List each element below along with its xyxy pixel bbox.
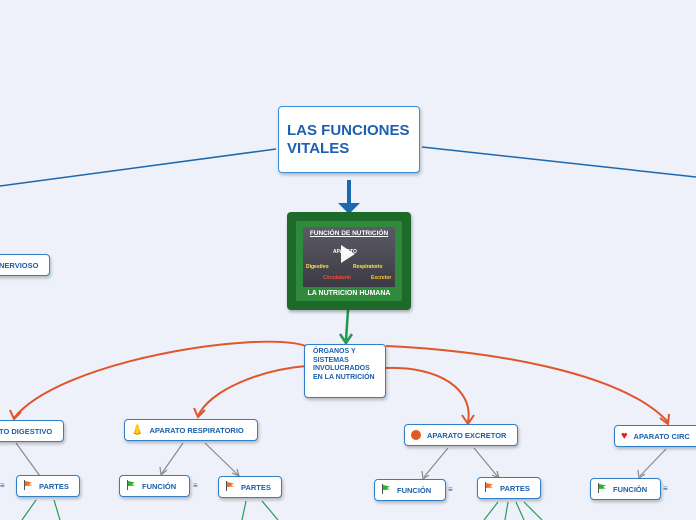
orange-flag-icon <box>23 480 33 492</box>
node-aparato-digestivo[interactable]: TO DIGESTIVO <box>0 420 64 442</box>
thumbnail-word: Excretor <box>371 275 392 281</box>
node-funcion-circulatorio[interactable]: FUNCIÓN <box>590 478 661 500</box>
green-flag-icon <box>597 483 607 495</box>
node-nervioso-label: NERVIOSO <box>0 260 39 270</box>
root-topic-label: LAS FUNCIONES VITALES <box>287 121 410 157</box>
node-aparato-respiratorio[interactable]: 👃 APARATO RESPIRATORIO <box>124 419 258 441</box>
link-resp-funcion <box>161 442 184 474</box>
node-funcion-excretor[interactable]: FUNCIÓN <box>374 479 446 501</box>
link-organos-digestivo <box>13 340 307 419</box>
node-partes-digestivo[interactable]: PARTES <box>16 475 80 497</box>
node-funcion-respiratorio[interactable]: FUNCIÓN <box>119 475 190 497</box>
video-node[interactable]: FUNCIÓN DE NUTRICIÓN APARATO Digestivo R… <box>287 212 411 310</box>
link-root-right <box>421 146 696 178</box>
root-topic[interactable]: LAS FUNCIONES VITALES <box>278 106 420 173</box>
green-flag-icon <box>381 484 391 496</box>
play-icon[interactable] <box>341 245 355 263</box>
notes-menu-icon[interactable]: ≡ <box>193 481 198 490</box>
branch-dig-2 <box>53 499 61 520</box>
link-organos-respiratorio <box>197 365 307 417</box>
arrowhead-respiratorio <box>193 407 206 419</box>
video-thumbnail[interactable]: FUNCIÓN DE NUTRICIÓN APARATO Digestivo R… <box>303 227 395 287</box>
orange-flag-icon <box>225 481 235 493</box>
partes-label: PARTES <box>500 483 530 493</box>
node-aparato-excretor-label: APARATO EXCRETOR <box>427 430 507 440</box>
branch-resp-2 <box>261 500 279 520</box>
arrowhead-video-organos <box>338 333 354 346</box>
video-frame: FUNCIÓN DE NUTRICIÓN APARATO Digestivo R… <box>296 221 402 301</box>
notes-menu-icon[interactable]: ≡ <box>448 485 453 494</box>
node-organos[interactable]: ÓRGANOS Y SISTEMAS INVOLUCRADOS EN LA NU… <box>304 344 386 398</box>
link-organos-circulatorio <box>385 345 669 423</box>
branch-resp-1 <box>241 500 247 520</box>
node-aparato-digestivo-label: TO DIGESTIVO <box>0 426 53 436</box>
thumbnail-word: Circulatorio <box>323 275 352 281</box>
node-aparato-excretor[interactable]: APARATO EXCRETOR <box>404 424 518 446</box>
branch-dig-1 <box>21 499 37 520</box>
link-digestivo-partes <box>15 442 41 477</box>
branch-exc-1 <box>483 501 499 520</box>
link-root-left <box>0 148 277 187</box>
link-video-organos <box>344 309 350 341</box>
funcion-label: FUNCIÓN <box>613 484 648 494</box>
branch-exc-3 <box>515 501 525 520</box>
notes-menu-icon[interactable]: ≡ <box>0 481 5 490</box>
partes-label: PARTES <box>241 482 271 492</box>
node-aparato-respiratorio-label: APARATO RESPIRATORIO <box>149 425 244 435</box>
node-aparato-circulatorio[interactable]: ♥ APARATO CIRC <box>614 425 696 447</box>
node-partes-respiratorio[interactable]: PARTES <box>218 476 282 498</box>
link-organos-excretor <box>385 366 470 423</box>
orange-flag-icon <box>484 482 494 494</box>
arrowhead-digestivo <box>9 409 22 421</box>
link-circ-funcion <box>639 448 667 477</box>
funcion-label: FUNCIÓN <box>142 481 177 491</box>
node-nervioso[interactable]: NERVIOSO <box>0 254 50 276</box>
node-organos-label: ÓRGANOS Y SISTEMAS INVOLUCRADOS EN LA NU… <box>313 348 375 381</box>
link-exc-funcion <box>423 447 449 478</box>
thumbnail-title: FUNCIÓN DE NUTRICIÓN <box>309 230 389 237</box>
nose-icon: 👃 <box>131 424 144 436</box>
node-partes-excretor[interactable]: PARTES <box>477 477 541 499</box>
funcion-label: FUNCIÓN <box>397 485 432 495</box>
green-flag-icon <box>126 480 136 492</box>
heart-icon: ♥ <box>621 430 628 442</box>
thumbnail-word: Respiratorio <box>353 264 383 270</box>
partes-label: PARTES <box>39 481 69 491</box>
thumbnail-word: Digestivo <box>306 264 329 270</box>
link-exc-partes <box>473 447 499 478</box>
link-resp-partes <box>204 442 239 476</box>
branch-exc-4 <box>523 501 543 520</box>
branch-exc-2 <box>504 501 509 520</box>
angry-face-icon <box>411 430 421 440</box>
video-caption: LA NUTRICION HUMANA <box>307 290 391 297</box>
node-aparato-circulatorio-label: APARATO CIRC <box>633 431 690 441</box>
notes-menu-icon[interactable]: ≡ <box>663 484 668 493</box>
arrowhead-root-video <box>338 203 360 214</box>
arrowhead-circulatorio <box>659 413 670 426</box>
